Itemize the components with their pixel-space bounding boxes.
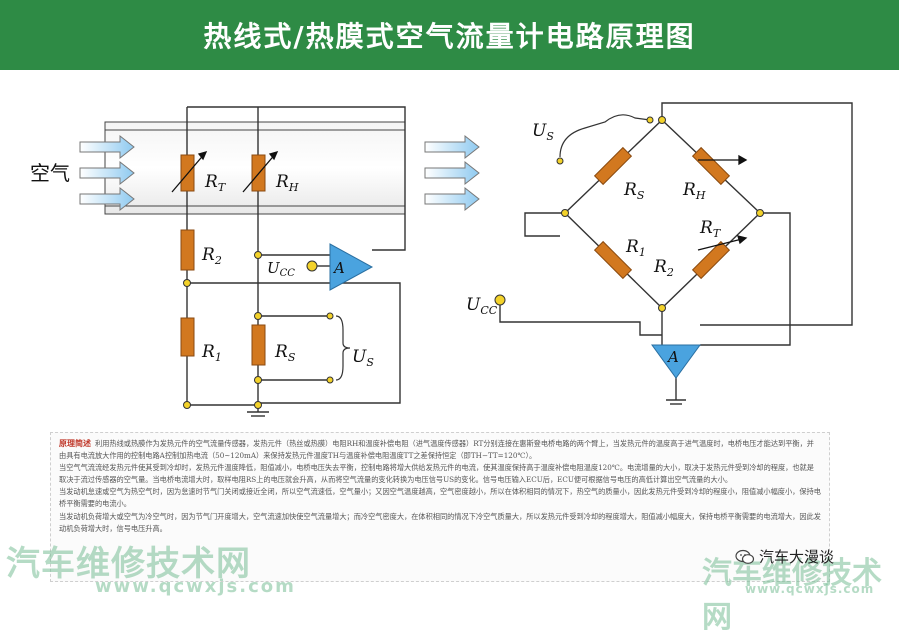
resistor-rs — [251, 324, 266, 366]
left-nodes — [183, 251, 334, 409]
us-bracket-right — [559, 114, 651, 158]
svg-text:R2: R2 — [201, 245, 222, 267]
label-rt-right: R — [699, 218, 713, 238]
description-paragraph-2: 当空气气流流经发热元件使其受到冷却时，发热元件温度降低，阻值减小，电桥电压失去平… — [59, 463, 814, 485]
left-circuit: 空气 — [30, 106, 480, 417]
svg-text:RS: RS — [274, 342, 296, 364]
wechat-name: 汽车大漫谈 — [759, 548, 835, 566]
label-rh: R — [275, 172, 289, 192]
watermark-left: 汽车维修技术网 — [6, 544, 251, 584]
wechat-icon — [735, 549, 755, 564]
svg-text:R2: R2 — [653, 257, 674, 279]
svg-text:UCC: UCC — [267, 259, 295, 279]
us-bracket-left — [335, 315, 351, 381]
watermark-left-url: www.qcwxjs.com — [95, 576, 296, 597]
svg-text:US: US — [532, 121, 554, 143]
svg-text:R1: R1 — [201, 342, 222, 364]
label-us-left-sub: S — [366, 356, 374, 369]
amplifier-right — [651, 344, 701, 379]
right-ground-icon — [666, 399, 686, 405]
resistor-r1 — [180, 317, 195, 357]
label-rs-right-sub: S — [637, 189, 645, 202]
resistor-r2 — [180, 229, 195, 271]
label-r1-right: R — [625, 237, 639, 257]
resistor-r1-right — [593, 240, 633, 280]
svg-text:RS: RS — [623, 180, 645, 202]
label-r2-right-sub: 2 — [666, 266, 674, 279]
label-r1-right-sub: 1 — [639, 246, 646, 259]
description-paragraph-4: 当发动机负荷增大或空气为冷空气时，因为节气门开度增大，空气流速加快使空气流量增大… — [59, 511, 821, 533]
description-heading: 原理简述 — [59, 438, 91, 448]
page-title: 热线式/热膜式空气流量计电路原理图 — [203, 20, 696, 53]
svg-text:RH: RH — [275, 172, 299, 194]
right-variable-arrows — [697, 154, 748, 251]
svg-text:US: US — [352, 347, 374, 369]
label-r1-sub: 1 — [215, 351, 222, 364]
resistor-rs-right — [593, 146, 633, 186]
label-rt-right-sub: T — [713, 227, 722, 240]
svg-text:RH: RH — [682, 180, 706, 202]
label-us-right: U — [532, 121, 547, 141]
description-paragraph-3: 当发动机怠速或空气为热空气时，因为怠速时节气门关闭或接近全闭，所以空气流速低，空… — [59, 487, 821, 509]
label-r2-sub: 2 — [214, 254, 222, 267]
right-nodes — [494, 116, 764, 312]
label-rt: R — [204, 172, 218, 192]
label-ucc-left-sub: CC — [280, 268, 296, 279]
label-rt-sub: T — [218, 181, 227, 194]
label-r2: R — [201, 245, 215, 265]
left-ground-icon — [247, 411, 269, 417]
air-label: 空气 — [30, 161, 70, 185]
label-us-right-sub: S — [546, 130, 554, 143]
svg-text:RT: RT — [204, 172, 227, 194]
watermark-right-url: www.qcwxjs.com — [745, 582, 875, 596]
description-paragraph-1: 利用热线或热膜作为发热元件的空气流量传感器，发热元件（热丝或热膜）电阻RH和温度… — [59, 439, 814, 461]
wechat-tag: 汽车大漫谈 — [735, 546, 834, 567]
label-rs-right: R — [623, 180, 637, 200]
label-rs-sub: S — [288, 351, 296, 364]
label-r1: R — [201, 342, 215, 362]
svg-text:RT: RT — [699, 218, 722, 240]
label-rh-right: R — [682, 180, 696, 200]
right-circuit: A US RS RH RT R1 R2 UCC — [466, 102, 853, 405]
right-us-terminals — [556, 116, 654, 165]
label-ucc-right: U — [466, 295, 481, 315]
amplifier-left — [329, 243, 374, 291]
resistor-rh-right — [691, 146, 731, 186]
right-resistors — [593, 146, 731, 280]
amp-label-right: A — [666, 348, 679, 366]
svg-text:R1: R1 — [625, 237, 646, 259]
circuit-diagram: 空气 — [30, 102, 853, 417]
air-inlet-arrows — [79, 134, 135, 212]
label-r2-right: R — [653, 257, 667, 277]
description-box: 原理简述利用热线或热膜作为发热元件的空气流量传感器，发热元件（热丝或热膜）电阻R… — [50, 432, 830, 582]
variable-resistor-arrows — [171, 150, 279, 193]
label-ucc-right-sub: CC — [480, 304, 497, 317]
svg-text:UCC: UCC — [466, 295, 498, 317]
label-us-left: U — [352, 347, 367, 367]
label-ucc-left: U — [267, 259, 281, 277]
label-rh-right-sub: H — [695, 189, 706, 202]
label-rs: R — [274, 342, 288, 362]
label-rh-sub: H — [288, 181, 299, 194]
amp-label-left: A — [332, 259, 345, 277]
resistor-rt-right — [691, 240, 731, 280]
title-bar: 热线式/热膜式空气流量计电路原理图 — [0, 0, 899, 70]
air-outlet-arrows — [424, 134, 480, 212]
right-wires — [499, 102, 853, 400]
